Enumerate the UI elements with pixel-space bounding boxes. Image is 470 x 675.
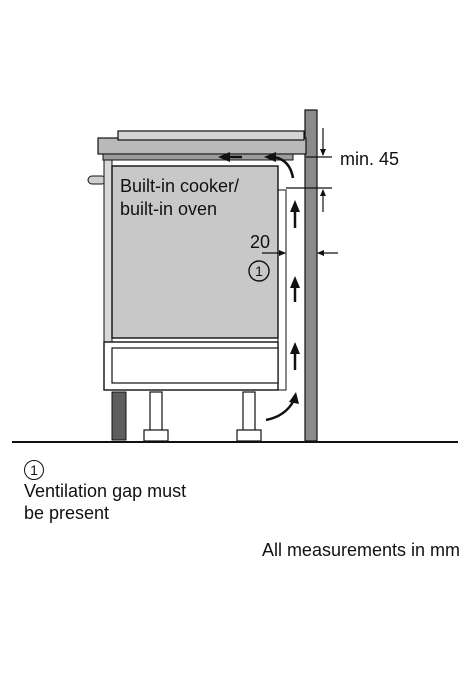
airflow-arrow-up xyxy=(290,342,300,370)
worktop-edge xyxy=(102,153,294,161)
marker-circle xyxy=(248,260,270,282)
units-note: All measurements in mm xyxy=(261,540,460,560)
appliance-label-line1: Built-in cooker/ xyxy=(120,176,239,196)
cabinet-right-panel xyxy=(277,189,287,391)
hob-glass xyxy=(117,130,305,141)
legend: 1 Ventilation gap must be present xyxy=(24,458,444,524)
legend-text-line1: Ventilation gap must xyxy=(24,481,187,501)
legend-marker: 1 xyxy=(24,460,44,480)
oven-handle xyxy=(87,175,107,185)
plinth-strip xyxy=(111,391,127,441)
gap-dimension xyxy=(262,250,338,256)
oven-body xyxy=(111,165,279,339)
side-wall xyxy=(304,109,318,442)
appliance-label-line2: built-in oven xyxy=(120,199,217,219)
airflow-arrow-up xyxy=(290,276,300,302)
min-clearance-label: min. 45 xyxy=(340,149,399,169)
drawer-front xyxy=(111,347,279,384)
marker-number: 1 xyxy=(255,263,263,279)
legend-text-line2: be present xyxy=(24,503,110,523)
foot-right xyxy=(242,391,256,433)
min-clearance-dimension xyxy=(286,128,332,212)
gap-value-label: 20 xyxy=(250,232,270,252)
legend-marker-row: 1 xyxy=(24,458,444,480)
airflow-arrows xyxy=(218,152,300,422)
airflow-arrow-curve-bottom xyxy=(265,392,299,422)
airflow-arrow-up xyxy=(290,200,300,228)
foot-left xyxy=(149,391,163,433)
airflow-arrow-left xyxy=(218,152,242,162)
foot-left-base xyxy=(143,429,169,442)
airflow-arrow-curve-top xyxy=(264,152,295,179)
foot-right-base xyxy=(236,429,262,442)
